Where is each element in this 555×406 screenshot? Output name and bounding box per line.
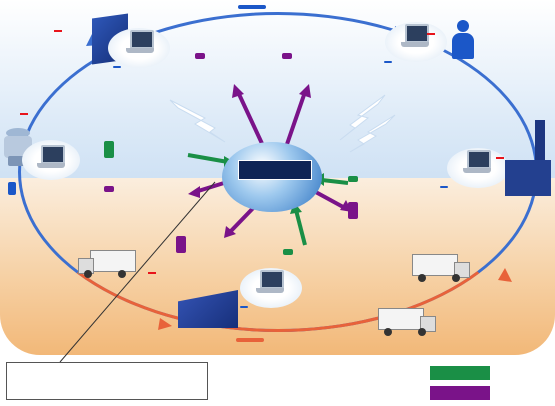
warehouse-info-screen	[176, 236, 186, 253]
distribution-center-browser-label	[240, 306, 248, 308]
legend-input-swatch	[430, 366, 490, 380]
maker-laptop-icon	[463, 150, 491, 176]
cycle-arrow-logistics	[18, 12, 538, 332]
commerce-flow-label	[238, 5, 266, 9]
maker-browser-label	[440, 186, 448, 188]
sell-account-screen	[282, 53, 292, 59]
master-maintenance-note	[6, 362, 208, 400]
distribution-center-label	[148, 272, 156, 274]
arrowhead-bottom-left	[158, 318, 172, 330]
lightning-right	[339, 94, 386, 141]
store-info-screen	[104, 186, 114, 192]
note-leader-line	[59, 181, 216, 363]
truck-icon-right	[412, 252, 470, 282]
retailer-hq-label	[54, 30, 62, 32]
distribution-center-laptop-icon	[256, 270, 284, 296]
truck-icon-bottom-right	[378, 306, 436, 336]
logistics-flow-label	[236, 338, 264, 342]
receiving-entry-screen	[348, 176, 358, 182]
lightning-left	[169, 99, 226, 143]
warehouse-adjust-screen	[283, 249, 293, 255]
vendor-laptop-icon	[401, 24, 429, 50]
store-browser-label	[8, 182, 16, 195]
data-center-label	[238, 160, 312, 180]
maker-label	[496, 157, 504, 159]
truck-icon-left	[78, 248, 136, 278]
legend-reference-swatch	[430, 386, 490, 400]
inout-info-screen	[348, 202, 358, 219]
vendor-person-icon	[452, 20, 474, 60]
retailer-hq-laptop-icon	[126, 30, 154, 56]
arrowhead-bottom-right	[498, 268, 512, 282]
retailer-hq-browser-label	[113, 66, 121, 68]
vendor-label	[427, 33, 435, 35]
lightning-right2	[349, 114, 396, 153]
store-label	[20, 113, 28, 115]
buy-account-screen	[195, 53, 205, 59]
order-entry-screen	[104, 141, 114, 158]
vendor-browser-label	[384, 61, 392, 63]
warehouse-icon	[178, 290, 238, 328]
store-laptop-icon	[37, 145, 65, 171]
factory-icon	[505, 120, 551, 200]
